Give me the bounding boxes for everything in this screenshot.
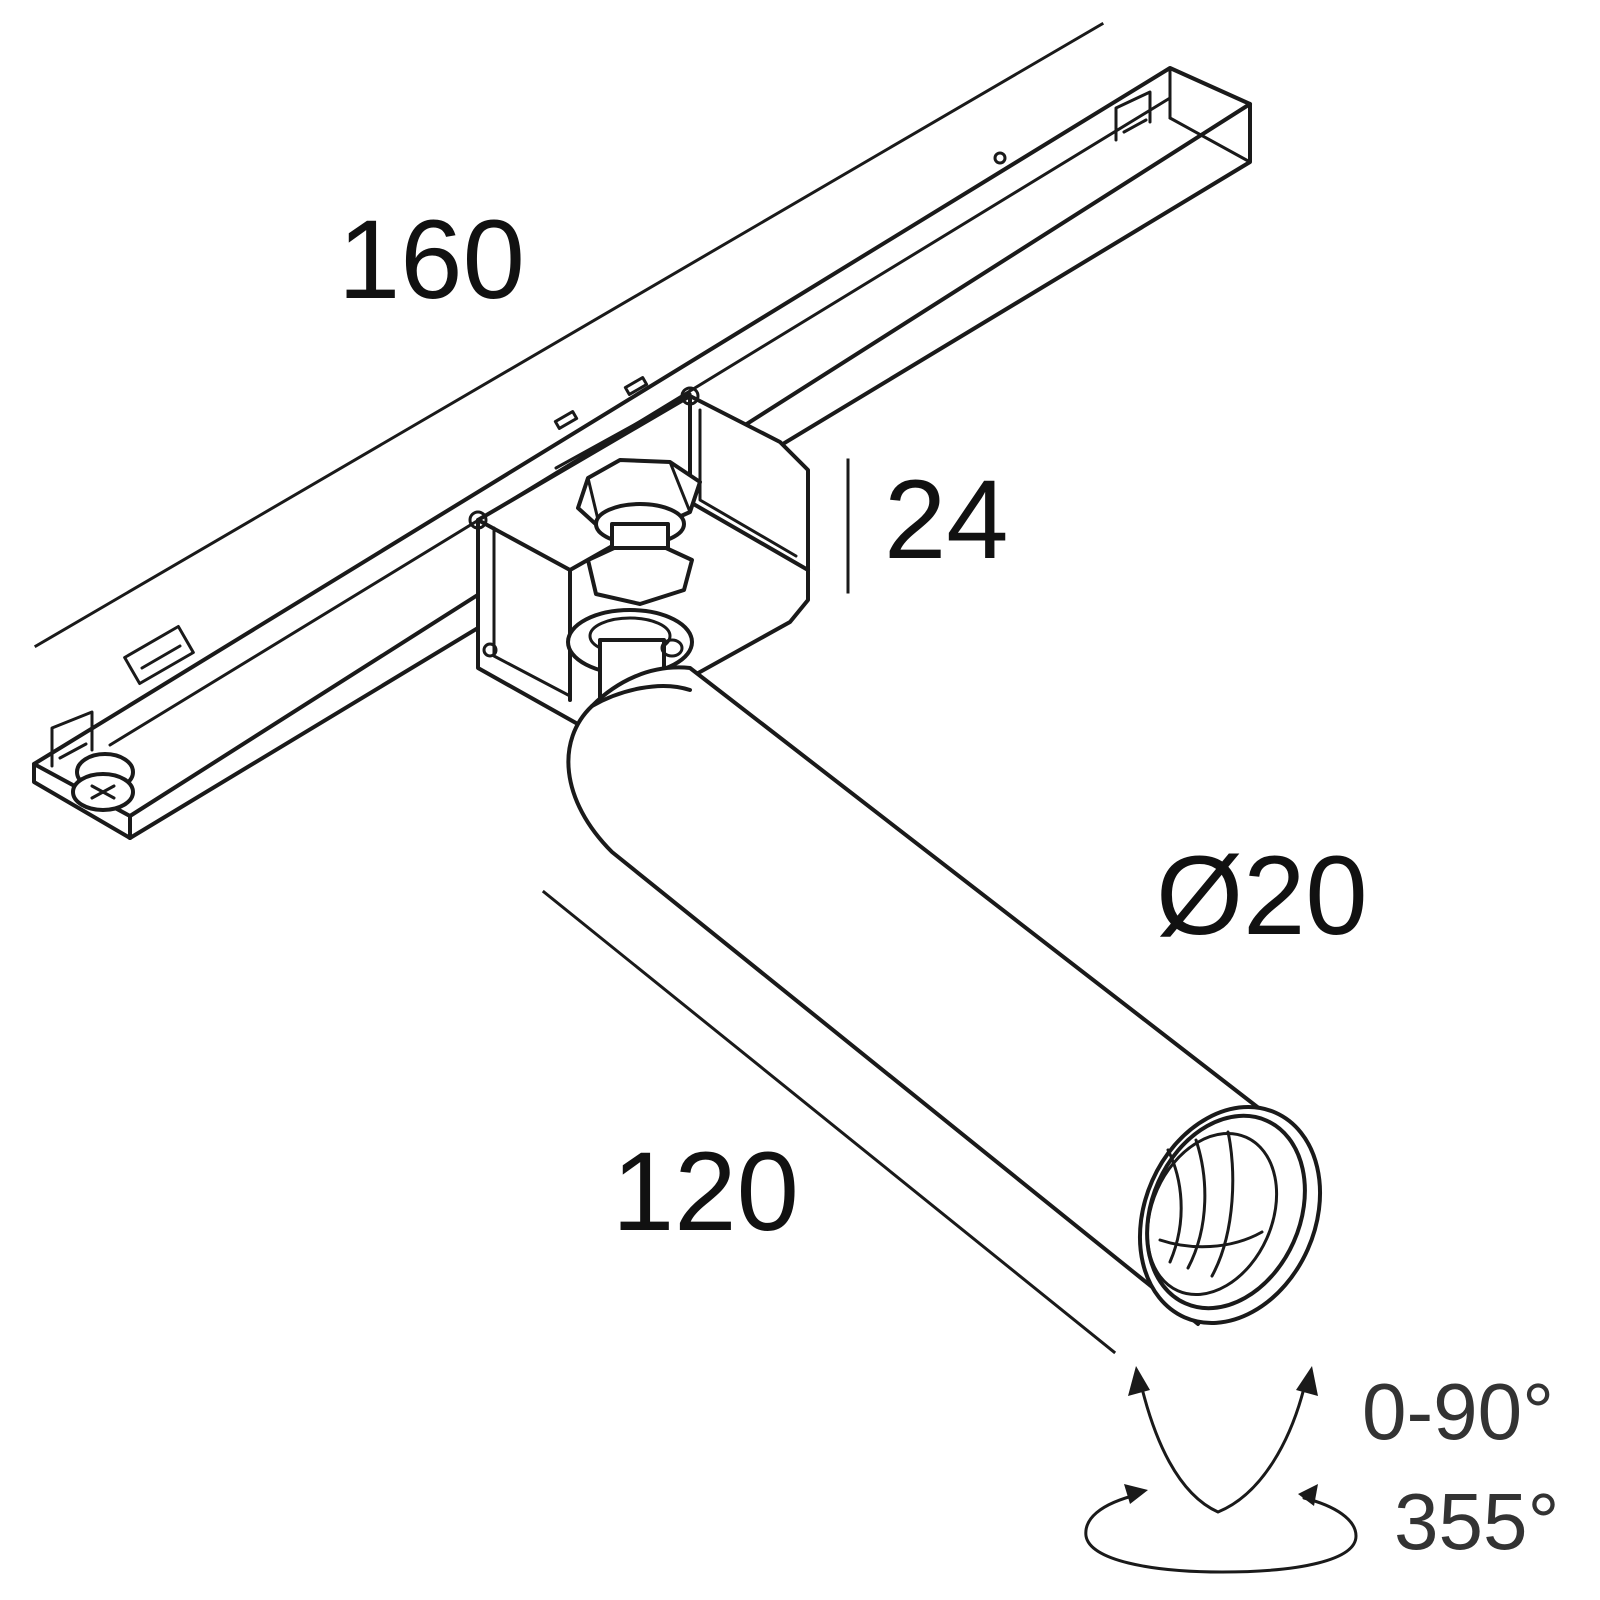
hex-nut bbox=[576, 458, 702, 606]
rotation-angle-label: 355° bbox=[1394, 1477, 1560, 1566]
dimension-line-length bbox=[33, 21, 1105, 649]
tilt-angle-label: 0-90° bbox=[1362, 1367, 1555, 1456]
dimension-length-label: 160 bbox=[338, 197, 525, 322]
dimension-tube-length-label: 120 bbox=[612, 1129, 799, 1254]
rotation-arrow-icon bbox=[1084, 1484, 1358, 1574]
dimension-height-label: 24 bbox=[884, 457, 1009, 582]
dimension-line-tube-length bbox=[541, 889, 1117, 1355]
tilt-arrow-icon bbox=[1128, 1366, 1318, 1514]
spotlight-tube bbox=[566, 665, 1323, 1326]
dimension-diameter-label: Ø20 bbox=[1156, 833, 1368, 958]
screw-icon bbox=[71, 752, 135, 812]
